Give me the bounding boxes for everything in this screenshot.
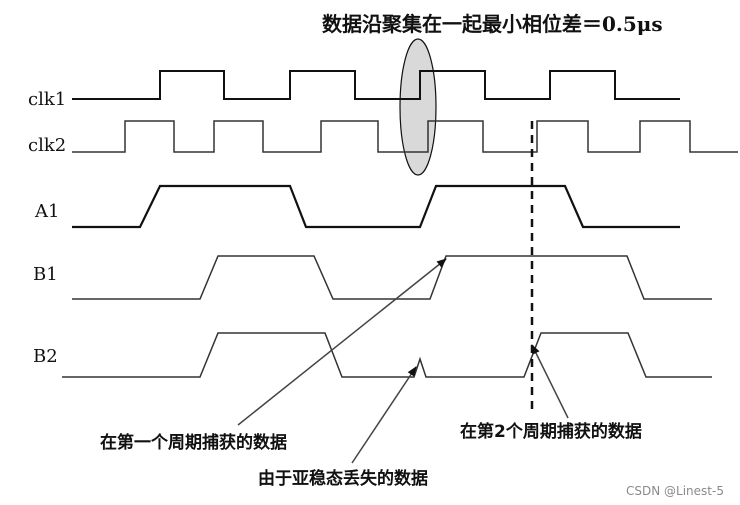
annotation-first-period: 在第一个周期捕获的数据	[100, 432, 287, 453]
arrow-second-period	[531, 344, 569, 419]
label-b2: B2	[33, 346, 58, 367]
waveform-b2	[62, 332, 712, 378]
watermark: CSDN @Linest-5	[626, 484, 724, 498]
arrow-metastability	[351, 366, 417, 464]
waveform-b1	[72, 255, 712, 300]
label-clk1: clk1	[28, 89, 66, 110]
clustered-edges-ellipse	[399, 38, 437, 176]
annotation-second-period: 在第2个周期捕获的数据	[460, 421, 642, 442]
diagram-title: 数据沿聚集在一起最小相位差＝0.5μs	[322, 12, 663, 36]
arrow-first-period	[237, 258, 447, 426]
waveform-clk2	[72, 120, 738, 153]
label-clk2: clk2	[28, 135, 66, 156]
label-b1: B1	[33, 264, 58, 285]
label-a1: A1	[34, 201, 59, 222]
waveform-clk1	[72, 70, 680, 100]
waveform-a1	[72, 184, 680, 229]
annotation-metastability-loss: 由于亚稳态丢失的数据	[258, 468, 428, 489]
